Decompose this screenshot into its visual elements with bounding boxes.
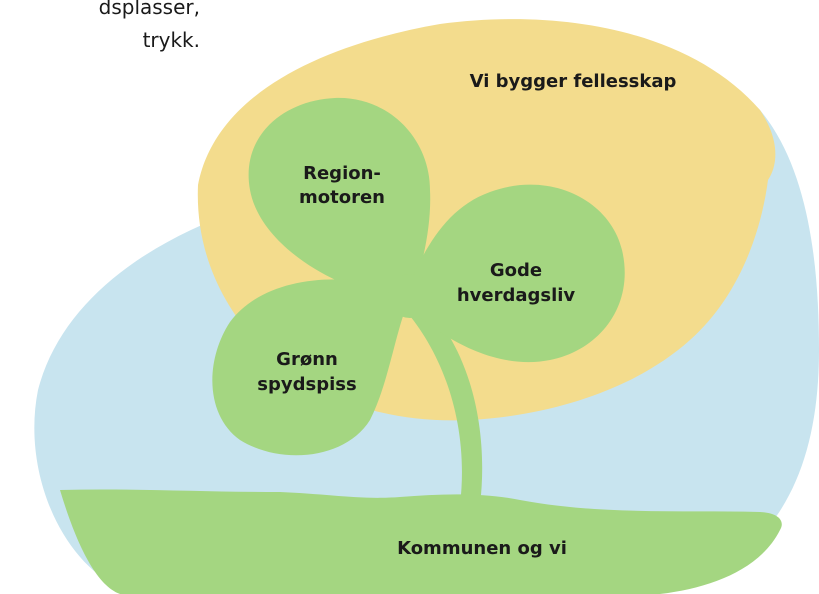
ground xyxy=(60,489,782,594)
label-gode-1: Gode xyxy=(490,260,542,281)
label-gode-2: hverdagsliv xyxy=(457,285,576,306)
intro-line-1: dsplasser, xyxy=(98,0,200,19)
leaf-region xyxy=(248,97,431,301)
label-bottom: Kommunen og vi xyxy=(397,538,567,559)
intro-text: dsplasser, trykk. xyxy=(0,0,200,57)
label-community: Vi bygger fellesskap xyxy=(470,71,677,92)
label-region-1: Region- xyxy=(303,163,381,184)
label-gronn-2: spydspiss xyxy=(257,374,356,395)
label-region-2: motoren xyxy=(299,187,385,208)
leaf-gronn xyxy=(212,279,412,456)
intro-line-2: trykk. xyxy=(142,28,200,52)
clover-stem xyxy=(405,300,483,505)
clover-center xyxy=(388,274,432,318)
label-gronn-1: Grønn xyxy=(276,349,338,370)
leaf-gode xyxy=(402,184,625,363)
